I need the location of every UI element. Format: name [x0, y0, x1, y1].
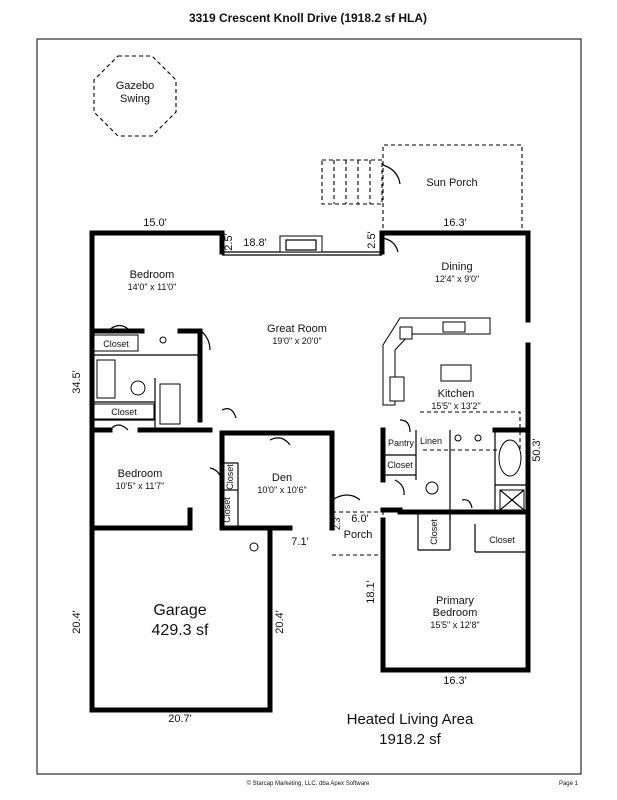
great-room-size: 19'0" x 20'0" — [272, 336, 321, 346]
linen-label: Linen — [420, 436, 442, 446]
dim-18-1: 18.1' — [365, 580, 377, 604]
gazebo-swing: Gazebo Swing — [93, 55, 177, 137]
page-title: 3319 Crescent Knoll Drive (1918.2 sf HLA… — [189, 11, 427, 25]
dim-20-4-right: 20.4' — [274, 610, 286, 634]
dim-2-5-right: 2.5' — [366, 231, 378, 248]
dim-16-3-bottom: 16.3' — [443, 675, 467, 687]
hla-value: 1918.2 sf — [379, 731, 442, 748]
closet-label-1: Closet — [103, 339, 129, 349]
bedroom2-size: 10'5" x 11'7" — [116, 481, 165, 491]
sun-porch-label: Sun Porch — [426, 177, 477, 189]
dim-2-5-left: 2.5' — [223, 233, 235, 250]
closet-label-4: Closet — [222, 497, 232, 523]
dim-20-4-left: 20.4' — [71, 610, 83, 634]
bath-fixtures — [96, 336, 525, 552]
primary-name-2: Bedroom — [433, 607, 478, 619]
den-size: 10'0" x 10'6" — [257, 485, 306, 495]
den-name: Den — [272, 472, 292, 484]
great-room-name: Great Room — [267, 323, 327, 335]
closet-label-5: Closet — [387, 460, 413, 470]
dim-2-3: 2.3' — [332, 516, 342, 531]
closet-label-2: Closet — [111, 407, 137, 417]
closet-label-7: Closet — [489, 535, 515, 545]
dim-18-8: 18.8' — [243, 237, 267, 249]
door-swings — [107, 237, 473, 509]
dim-20-7: 20.7' — [168, 713, 192, 725]
gazebo-label-2: Swing — [120, 93, 150, 105]
dining-size: 12'4" x 9'0" — [435, 274, 479, 284]
page-border — [36, 38, 582, 775]
dim-34-5: 34.5' — [71, 370, 83, 394]
footer-page: Page 1 — [559, 781, 579, 787]
footer-copyright: © Starcap Marketing, LLC. dba Apex Softw… — [247, 780, 370, 787]
sun-porch: Sun Porch — [321, 144, 523, 228]
dim-16-3-top: 16.3' — [443, 217, 467, 229]
porch-outline — [332, 511, 384, 556]
dining-name: Dining — [441, 261, 472, 273]
porch-name: Porch — [344, 529, 373, 541]
garage-name: Garage — [153, 602, 206, 619]
gazebo-label-1: Gazebo — [116, 80, 155, 92]
primary-size: 15'5" x 12'8" — [430, 620, 479, 630]
primary-name-1: Primary — [436, 595, 474, 607]
dim-7-1: 7.1' — [291, 536, 308, 548]
bedroom1-name: Bedroom — [130, 269, 175, 281]
bedroom1-size: 14'0" x 11'0" — [128, 282, 177, 292]
closet-label-6: Closet — [429, 519, 439, 545]
kitchen-size: 15'5" x 13'2" — [431, 401, 480, 411]
interior-walls — [89, 328, 531, 553]
garage-area: 429.3 sf — [152, 622, 209, 639]
kitchen-counters — [382, 317, 521, 451]
closet-label-3: Closet — [225, 464, 235, 490]
bedroom2-name: Bedroom — [118, 468, 163, 480]
hla-label: Heated Living Area — [347, 711, 474, 728]
pantry-label: Pantry — [388, 438, 415, 448]
kitchen-name: Kitchen — [438, 388, 475, 400]
dim-15-0: 15.0' — [143, 217, 167, 229]
dim-6-0: 6.0' — [351, 513, 368, 525]
dim-50-3: 50.3' — [531, 438, 543, 462]
